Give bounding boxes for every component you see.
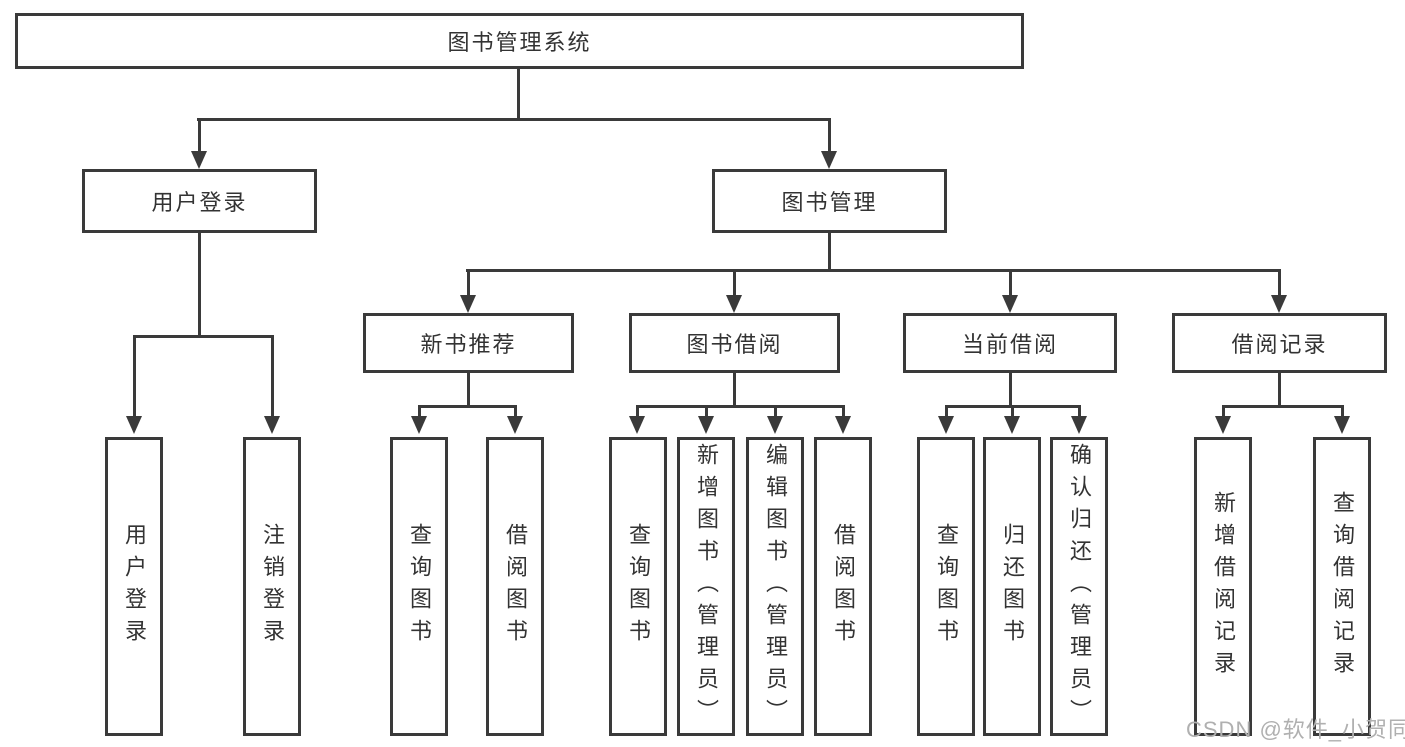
leaf-add-book-admin: 新增图书（管理员） bbox=[677, 437, 735, 736]
connector-line bbox=[1278, 269, 1281, 296]
connector-line bbox=[774, 405, 777, 418]
arrow-down-icon bbox=[835, 416, 851, 434]
arrow-down-icon bbox=[264, 416, 280, 434]
connector-line bbox=[1222, 405, 1344, 408]
connector-line bbox=[945, 405, 948, 418]
arrow-down-icon bbox=[726, 295, 742, 313]
leaf-label: 查询图书 bbox=[407, 522, 432, 651]
connector-line bbox=[828, 233, 831, 271]
connector-line bbox=[828, 118, 831, 152]
leaf-label: 用户登录 bbox=[122, 522, 147, 651]
leaf-return-book: 归还图书 bbox=[983, 437, 1041, 736]
arrow-down-icon bbox=[1271, 295, 1287, 313]
leaf-user-login: 用户登录 bbox=[105, 437, 163, 736]
connector-line bbox=[133, 335, 274, 338]
leaf-query-borrow-record: 查询借阅记录 bbox=[1313, 437, 1371, 736]
leaf-edit-book-admin: 编辑图书（管理员） bbox=[746, 437, 804, 736]
arrow-down-icon bbox=[460, 295, 476, 313]
leaf-confirm-return-admin: 确认归还（管理员） bbox=[1050, 437, 1108, 736]
connector-line bbox=[418, 405, 517, 408]
leaf-label: 编辑图书（管理员） bbox=[763, 442, 788, 731]
leaf-label: 确认归还（管理员） bbox=[1067, 442, 1092, 731]
leaf-label: 借阅图书 bbox=[503, 522, 528, 651]
connector-line bbox=[198, 233, 201, 337]
arrow-down-icon bbox=[1004, 416, 1020, 434]
leaf-logout: 注销登录 bbox=[243, 437, 301, 736]
connector-line bbox=[514, 405, 517, 418]
connector-line bbox=[418, 405, 421, 418]
connector-line bbox=[636, 405, 639, 418]
arrow-down-icon bbox=[126, 416, 142, 434]
leaf-add-borrow-record: 新增借阅记录 bbox=[1194, 437, 1252, 736]
connector-line bbox=[1009, 373, 1012, 407]
arrow-down-icon bbox=[629, 416, 645, 434]
connector-line bbox=[467, 373, 470, 407]
arrow-down-icon bbox=[411, 416, 427, 434]
leaf-query-book-recommend: 查询图书 bbox=[390, 437, 448, 736]
connector-line bbox=[198, 118, 201, 152]
node-user-login: 用户登录 bbox=[82, 169, 317, 233]
leaf-label: 新增借阅记录 bbox=[1211, 490, 1236, 683]
leaf-label: 借阅图书 bbox=[831, 522, 856, 651]
node-root-library-system: 图书管理系统 bbox=[15, 13, 1024, 69]
arrow-down-icon bbox=[1002, 295, 1018, 313]
leaf-borrow-book-recommend: 借阅图书 bbox=[486, 437, 544, 736]
connector-line bbox=[842, 405, 845, 418]
connector-line bbox=[1341, 405, 1344, 418]
connector-line bbox=[1222, 405, 1225, 418]
connector-line bbox=[517, 69, 520, 119]
connector-line bbox=[705, 405, 708, 418]
arrow-down-icon bbox=[1334, 416, 1350, 434]
leaf-label: 查询借阅记录 bbox=[1330, 490, 1355, 683]
csdn-watermark: CSDN @软件_小贺同学 bbox=[1186, 717, 1405, 742]
arrow-down-icon bbox=[938, 416, 954, 434]
leaf-borrow-book: 借阅图书 bbox=[814, 437, 872, 736]
connector-line bbox=[467, 269, 470, 296]
leaf-label: 查询图书 bbox=[934, 522, 959, 651]
connector-line bbox=[1078, 405, 1081, 418]
leaf-label: 新增图书（管理员） bbox=[694, 442, 719, 731]
node-new-book-recommend: 新书推荐 bbox=[363, 313, 574, 373]
leaf-label: 归还图书 bbox=[1000, 522, 1025, 651]
node-borrow-records: 借阅记录 bbox=[1172, 313, 1387, 373]
arrow-down-icon bbox=[698, 416, 714, 434]
node-current-borrow: 当前借阅 bbox=[903, 313, 1117, 373]
connector-line bbox=[133, 335, 136, 417]
arrow-down-icon bbox=[767, 416, 783, 434]
arrow-down-icon bbox=[821, 151, 837, 169]
node-book-borrow: 图书借阅 bbox=[629, 313, 840, 373]
leaf-label: 查询图书 bbox=[626, 522, 651, 651]
arrow-down-icon bbox=[507, 416, 523, 434]
arrow-down-icon bbox=[191, 151, 207, 169]
arrow-down-icon bbox=[1215, 416, 1231, 434]
node-book-management: 图书管理 bbox=[712, 169, 947, 233]
connector-line bbox=[271, 335, 274, 417]
leaf-query-book-borrow: 查询图书 bbox=[609, 437, 667, 736]
connector-line bbox=[197, 118, 831, 121]
connector-line bbox=[1011, 405, 1014, 418]
leaf-query-book-current: 查询图书 bbox=[917, 437, 975, 736]
connector-line bbox=[733, 269, 736, 296]
connector-line bbox=[733, 373, 736, 407]
arrow-down-icon bbox=[1071, 416, 1087, 434]
leaf-label: 注销登录 bbox=[260, 522, 285, 651]
connector-line bbox=[636, 405, 845, 408]
connector-line bbox=[1278, 373, 1281, 407]
connector-line bbox=[466, 269, 1281, 272]
connector-line bbox=[1009, 269, 1012, 296]
